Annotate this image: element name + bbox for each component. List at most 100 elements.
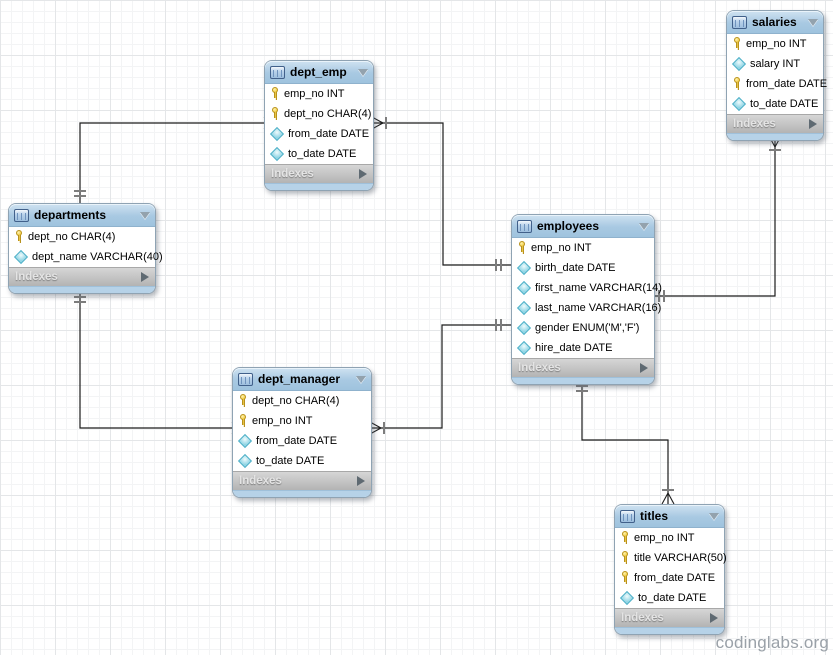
primary-key-icon: [271, 107, 279, 121]
column-list: emp_no INT title VARCHAR(50) from_date DAT…: [615, 528, 727, 608]
table-footer: [233, 490, 371, 497]
column-diamond-icon: [516, 280, 532, 296]
column-list: emp_no INT dept_no CHAR(4) from_date DATE t…: [265, 84, 373, 164]
chevron-down-icon[interactable]: [140, 211, 150, 219]
column-row[interactable]: title VARCHAR(50): [615, 548, 727, 568]
column-diamond-icon: [731, 96, 747, 112]
relationship-departments-dept_manager[interactable]: [74, 290, 247, 435]
table-title: departments: [34, 208, 107, 222]
column-row[interactable]: dept_name VARCHAR(40): [9, 247, 163, 267]
chevron-down-icon[interactable]: [808, 18, 818, 26]
column-label: from_date DATE: [288, 128, 370, 140]
column-row[interactable]: to_date DATE: [233, 451, 371, 471]
chevron-down-icon[interactable]: [639, 222, 649, 230]
table-salaries[interactable]: salaries emp_no INT salary INT from_date D…: [726, 10, 827, 141]
column-row[interactable]: first_name VARCHAR(14): [512, 278, 662, 298]
column-label: dept_no CHAR(4): [28, 231, 116, 243]
relationship-employees-salaries[interactable]: [653, 135, 782, 302]
column-label: from_date DATE: [634, 572, 716, 584]
column-row[interactable]: gender ENUM('M','F'): [512, 318, 654, 338]
column-row[interactable]: emp_no INT: [233, 411, 371, 431]
column-label: emp_no INT: [634, 532, 695, 544]
indexes-row[interactable]: Indexes: [265, 164, 373, 183]
column-row[interactable]: from_date DATE: [233, 431, 371, 451]
table-header[interactable]: salaries: [727, 11, 823, 34]
column-row[interactable]: from_date DATE: [727, 74, 827, 94]
column-label: to_date DATE: [256, 455, 325, 467]
column-row[interactable]: to_date DATE: [265, 144, 373, 164]
column-label: dept_no CHAR(4): [284, 108, 372, 120]
chevron-down-icon[interactable]: [358, 68, 368, 76]
indexes-label: Indexes: [15, 271, 58, 283]
column-row[interactable]: emp_no INT: [615, 528, 724, 548]
column-diamond-icon: [516, 300, 532, 316]
table-dept_emp[interactable]: dept_emp emp_no INT dept_no CHAR(4) from_d…: [264, 60, 374, 191]
indexes-row[interactable]: Indexes: [233, 471, 371, 490]
table-footer: [9, 286, 155, 293]
column-row[interactable]: birth_date DATE: [512, 258, 654, 278]
column-label: birth_date DATE: [535, 262, 616, 274]
table-header[interactable]: employees: [512, 215, 654, 238]
table-employees[interactable]: employees emp_no INT birth_date DATE first…: [511, 214, 662, 385]
column-row[interactable]: hire_date DATE: [512, 338, 654, 358]
indexes-label: Indexes: [621, 612, 664, 624]
relationship-departments-dept_emp[interactable]: [74, 116, 279, 203]
column-row[interactable]: dept_no CHAR(4): [9, 227, 155, 247]
expand-right-icon: [359, 169, 367, 179]
table-footer: [265, 183, 373, 190]
table-icon: [732, 15, 747, 29]
column-row[interactable]: to_date DATE: [615, 588, 724, 608]
table-dept_manager[interactable]: dept_manager dept_no CHAR(4) emp_no INT fr…: [232, 367, 372, 498]
column-row[interactable]: emp_no INT: [727, 34, 823, 54]
chevron-down-icon[interactable]: [356, 375, 366, 383]
table-footer: [615, 627, 724, 634]
column-row[interactable]: from_date DATE: [615, 568, 724, 588]
primary-key-icon: [239, 394, 247, 408]
column-row[interactable]: dept_no CHAR(4): [233, 391, 371, 411]
column-row[interactable]: to_date DATE: [727, 94, 823, 114]
table-header[interactable]: titles: [615, 505, 724, 528]
column-row[interactable]: emp_no INT: [265, 84, 373, 104]
relationship-employees-dept_manager[interactable]: [369, 319, 511, 435]
primary-key-icon: [239, 414, 247, 428]
column-row[interactable]: last_name VARCHAR(16): [512, 298, 661, 318]
column-row[interactable]: from_date DATE: [265, 124, 373, 144]
column-list: emp_no INT salary INT from_date DATE to_dat…: [727, 34, 827, 114]
indexes-row[interactable]: Indexes: [9, 267, 155, 286]
expand-right-icon: [357, 476, 365, 486]
indexes-label: Indexes: [518, 362, 561, 374]
column-label: from_date DATE: [746, 78, 828, 90]
table-titles[interactable]: titles emp_no INT title VARCHAR(50) from_d…: [614, 504, 727, 635]
table-header[interactable]: dept_manager: [233, 368, 371, 391]
table-title: salaries: [752, 15, 797, 29]
column-label: emp_no INT: [284, 88, 345, 100]
chevron-down-icon[interactable]: [709, 512, 719, 520]
column-row[interactable]: salary INT: [727, 54, 823, 74]
column-list: dept_no CHAR(4) dept_name VARCHAR(40): [9, 227, 163, 267]
indexes-row[interactable]: Indexes: [615, 608, 724, 627]
relationship-employees-dept_emp[interactable]: [371, 116, 511, 271]
indexes-label: Indexes: [239, 475, 282, 487]
column-row[interactable]: emp_no INT: [512, 238, 654, 258]
table-header[interactable]: dept_emp: [265, 61, 373, 84]
expand-right-icon: [809, 119, 817, 129]
watermark: codinglabs.org: [715, 633, 829, 652]
column-diamond-icon: [13, 249, 29, 265]
primary-key-icon: [621, 571, 629, 585]
table-icon: [14, 208, 29, 222]
column-label: emp_no INT: [746, 38, 807, 50]
relationship-employees-titles[interactable]: [576, 379, 675, 505]
table-header[interactable]: departments: [9, 204, 155, 227]
table-title: employees: [537, 219, 600, 233]
expand-right-icon: [640, 363, 648, 373]
table-departments[interactable]: departments dept_no CHAR(4) dept_name VAR…: [8, 203, 163, 294]
column-label: hire_date DATE: [535, 342, 613, 354]
table-footer: [727, 133, 823, 140]
indexes-row[interactable]: Indexes: [512, 358, 654, 377]
column-list: dept_no CHAR(4) emp_no INT from_date DATE t…: [233, 391, 371, 471]
indexes-row[interactable]: Indexes: [727, 114, 823, 133]
column-row[interactable]: dept_no CHAR(4): [265, 104, 373, 124]
primary-key-icon: [621, 551, 629, 565]
column-label: emp_no INT: [252, 415, 313, 427]
